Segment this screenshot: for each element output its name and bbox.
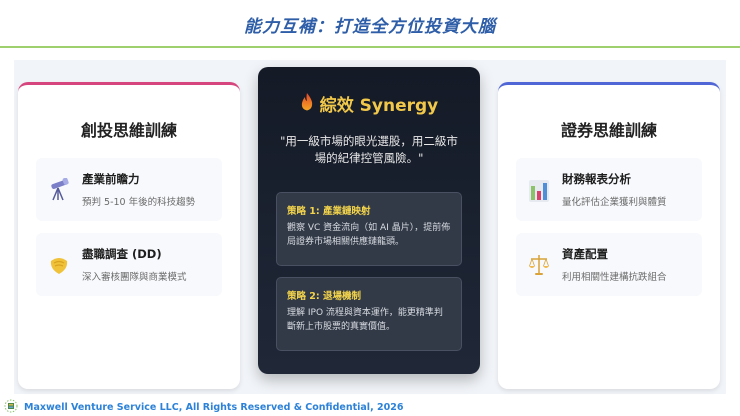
item-title: 產業前瞻力 <box>82 172 140 186</box>
bar-chart-icon <box>528 178 550 202</box>
item-desc: 深入審核團隊與商業模式 <box>82 272 187 283</box>
item-title: 資產配置 <box>562 247 608 261</box>
item-desc: 量化評估企業獲利與體質 <box>562 197 667 208</box>
list-item: 盡職調查 (DD) 深入審核團隊與商業模式 <box>36 233 222 296</box>
item-desc: 預判 5-10 年後的科技趨勢 <box>82 197 196 208</box>
list-item: 產業前瞻力 預判 5-10 年後的科技趨勢 <box>36 158 222 221</box>
list-item: 財務報表分析 量化評估企業獲利與體質 <box>516 158 702 221</box>
handshake-icon <box>48 253 70 277</box>
strategy-title: 策略 2: 退場機制 <box>287 291 362 302</box>
item-title: 財務報表分析 <box>562 172 631 186</box>
copyright-text: Maxwell Venture Service LLC, All Rights … <box>24 402 404 413</box>
synergy-card: 綜效 Synergy "用一級市場的眼光選股，用二級市場的紀律控管風險。" 策略… <box>258 67 480 374</box>
card-title: 證券思維訓練 <box>560 121 657 140</box>
strategy-body: 理解 IPO 流程與資本運作，能更精準判斷新上市股票的真實價值。 <box>287 308 443 332</box>
item-title: 盡職調查 (DD) <box>82 247 162 261</box>
footer: Maxwell Venture Service LLC, All Rights … <box>4 398 403 416</box>
page-title: 能力互補：打造全方位投資大腦 <box>244 17 496 37</box>
card-title: 創投思維訓練 <box>80 121 177 140</box>
synergy-title: 綜效 Synergy <box>319 96 439 116</box>
company-logo-icon <box>4 398 18 416</box>
telescope-icon <box>48 178 70 202</box>
fire-icon <box>300 92 314 115</box>
strategy-body: 觀察 VC 資金流向（如 AI 晶片），提前佈局證券市場相關供應鏈龍頭。 <box>287 223 451 247</box>
title-divider <box>0 46 740 48</box>
strategy-title: 策略 1: 產業鏈映射 <box>287 206 371 217</box>
strategy-box: 策略 1: 產業鏈映射 觀察 VC 資金流向（如 AI 晶片），提前佈局證券市場… <box>276 192 462 266</box>
securities-thinking-card: 證券思維訓練 財務報表分析 量化評估企業獲利與體質 <box>498 82 720 389</box>
synergy-quote: "用一級市場的眼光選股，用二級市場的紀律控管風險。" <box>280 134 458 165</box>
balance-scale-icon <box>528 253 550 277</box>
strategy-box: 策略 2: 退場機制 理解 IPO 流程與資本運作，能更精準判斷新上市股票的真實… <box>276 277 462 351</box>
list-item: 資產配置 利用相關性建構抗跌組合 <box>516 233 702 296</box>
vc-thinking-card: 創投思維訓練 產業前瞻力 預判 5-10 年後的科技趨勢 盡職調查 (DD) 深… <box>18 82 240 389</box>
header: 能力互補：打造全方位投資大腦 <box>0 0 740 48</box>
item-desc: 利用相關性建構抗跌組合 <box>562 272 667 283</box>
synergy-heading: 綜效 Synergy <box>258 91 480 116</box>
